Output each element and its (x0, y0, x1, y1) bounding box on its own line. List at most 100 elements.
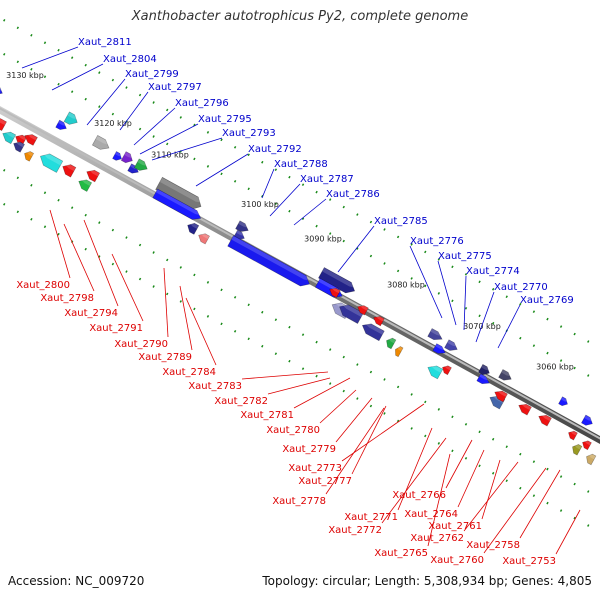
gene-label-xaut-2793: Xaut_2793 (222, 128, 276, 139)
gene-label-xaut-2796: Xaut_2796 (175, 98, 229, 109)
gene-label-xaut-2789: Xaut_2789 (138, 352, 192, 363)
reverse-gene-labels: Xaut_2800Xaut_2798Xaut_2794Xaut_2791Xaut… (16, 209, 581, 567)
reverse-gene-9 (78, 178, 93, 192)
reverse-gene-13 (339, 303, 364, 324)
gene-label-xaut-2766: Xaut_2766 (392, 490, 446, 501)
gene-label-xaut-2791: Xaut_2791 (89, 323, 143, 334)
kbp-label: 3100 kbp (241, 200, 279, 209)
gene-label-xaut-2795: Xaut_2795 (198, 114, 252, 125)
forward-gene-16 (444, 339, 459, 351)
gene-label-xaut-2788: Xaut_2788 (274, 159, 328, 170)
forward-gene-21 (558, 396, 569, 407)
forward-gene-10 (235, 220, 250, 232)
gene-label-xaut-2792: Xaut_2792 (248, 144, 302, 155)
forward-gene-19 (498, 369, 513, 381)
reverse-gene-17 (361, 322, 385, 342)
forward-gene-7 (133, 158, 149, 171)
reverse-gene-18 (386, 337, 397, 350)
gene-label-xaut-2774: Xaut_2774 (466, 266, 520, 277)
forward-gene-4 (112, 151, 123, 161)
gene-label-xaut-2800: Xaut_2800 (16, 280, 70, 291)
reverse-gene-6 (39, 152, 64, 173)
forward-gene-8 (155, 176, 204, 210)
gene-label-xaut-2758: Xaut_2758 (466, 540, 520, 551)
forward-gene-13 (318, 267, 357, 294)
reverse-gene-11 (198, 232, 210, 245)
gene-label-xaut-2794: Xaut_2794 (64, 308, 118, 319)
accession-text: Accession: NC_009720 (8, 574, 145, 588)
gene-label-xaut-2769: Xaut_2769 (520, 295, 574, 306)
tick-line (0, 166, 600, 500)
topology-info: Topology: circular; Length: 5,308,934 bp… (262, 574, 592, 588)
gene-label-xaut-2790: Xaut_2790 (114, 339, 168, 350)
gene-label-xaut-2787: Xaut_2787 (300, 174, 354, 185)
gene-label-xaut-2775: Xaut_2775 (438, 251, 492, 262)
gene-label-xaut-2764: Xaut_2764 (404, 509, 458, 520)
reverse-gene-10 (187, 222, 200, 235)
forward-gene-11 (233, 229, 246, 240)
reverse-gene-27 (582, 440, 592, 451)
reverse-gene-24 (518, 402, 532, 416)
forward-gene-22 (581, 414, 594, 426)
gene-label-xaut-2811: Xaut_2811 (78, 37, 132, 48)
reverse-gene-20 (427, 364, 444, 380)
reverse-gene-7 (62, 163, 77, 178)
forward-gene-17 (432, 343, 447, 354)
reverse-gene-28 (572, 444, 583, 456)
gene-label-xaut-2777: Xaut_2777 (298, 476, 352, 487)
forward-gene-labels: Xaut_2811Xaut_2804Xaut_2799Xaut_2797Xaut… (21, 37, 574, 349)
gene-label-xaut-2786: Xaut_2786 (326, 189, 380, 200)
gene-label-xaut-2753: Xaut_2753 (502, 556, 556, 567)
gene-label-xaut-2797: Xaut_2797 (148, 82, 202, 93)
gene-label-xaut-2778: Xaut_2778 (272, 496, 326, 507)
reverse-gene-26 (568, 430, 578, 441)
reverse-gene-14 (329, 287, 341, 299)
gene-label-xaut-2799: Xaut_2799 (125, 69, 179, 80)
reverse-gene-29 (586, 453, 597, 466)
forward-gene-3 (91, 135, 111, 150)
gene-label-xaut-2804: Xaut_2804 (103, 54, 157, 65)
kbp-label: 3080 kbp (387, 280, 425, 289)
kbp-label: 3110 kbp (151, 151, 189, 160)
forward-gene-18 (478, 363, 491, 376)
forward-gene-9 (152, 188, 203, 220)
gene-label-xaut-2776: Xaut_2776 (410, 236, 464, 247)
gene-label-xaut-2782: Xaut_2782 (214, 396, 268, 407)
reverse-gene-3 (24, 133, 38, 146)
forward-gene-15 (427, 328, 444, 341)
forward-gene-2 (63, 111, 79, 125)
ruler-labels: 3130 kbp 3120 kbp 3110 kbp 3100 kbp 3090 kbp… (6, 71, 574, 372)
gene-label-xaut-2765: Xaut_2765 (374, 548, 428, 559)
reverse-gene-8 (86, 169, 101, 183)
reverse-gene-0 (2, 130, 17, 145)
forward-gene-1 (55, 119, 68, 130)
forward-gene-0 (0, 84, 4, 95)
kbp-label: 3090 kbp (304, 235, 342, 244)
reverse-gene-19 (395, 346, 404, 358)
page-title: Xanthobacter autotrophicus Py2, complete… (131, 9, 469, 24)
reverse-gene-4 (13, 141, 25, 153)
reverse-gene-5 (24, 151, 35, 162)
reverse-gene-25 (538, 413, 552, 427)
gene-label-xaut-2785: Xaut_2785 (374, 216, 428, 227)
gene-label-xaut-2798: Xaut_2798 (40, 293, 94, 304)
gene-label-xaut-2779: Xaut_2779 (282, 444, 336, 455)
gene-label-xaut-2780: Xaut_2780 (266, 425, 320, 436)
forward-gene-5 (120, 151, 134, 164)
forward-gene-12 (227, 235, 312, 287)
kbp-label: 3060 kbp (536, 362, 574, 371)
gene-label-xaut-2784: Xaut_2784 (162, 367, 216, 378)
gene-label-xaut-2761: Xaut_2761 (428, 521, 482, 532)
kbp-label: 3120 kbp (94, 119, 132, 128)
kbp-label: 3070 kbp (463, 322, 501, 331)
kbp-label: 3130 kbp (6, 71, 44, 80)
reverse-gene-15 (357, 304, 369, 316)
gene-label-xaut-2762: Xaut_2762 (410, 533, 464, 544)
reverse-gene-1 (0, 116, 7, 132)
forward-gene-20 (476, 373, 491, 385)
gene-label-xaut-2772: Xaut_2772 (328, 525, 382, 536)
gene-label-xaut-2770: Xaut_2770 (494, 282, 548, 293)
gene-label-xaut-2781: Xaut_2781 (240, 410, 294, 421)
gene-label-xaut-2773: Xaut_2773 (288, 463, 342, 474)
